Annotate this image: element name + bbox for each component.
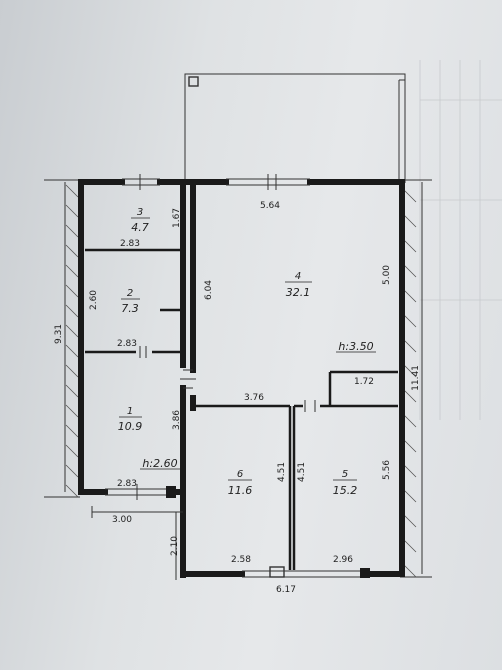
room-1-number: 1 xyxy=(127,406,133,417)
room-5-number: 5 xyxy=(342,469,348,480)
dim-bottom-total-width: 6.17 xyxy=(276,585,296,595)
height-left: h:2.60 xyxy=(142,457,177,470)
dim-hall-height-left: 6.04 xyxy=(204,280,214,300)
bottom-left-jamb xyxy=(166,486,176,498)
dim-r5-bottom-width: 2.96 xyxy=(333,555,353,565)
wall-hatching xyxy=(65,184,417,578)
dim-hall-height-right: 5.00 xyxy=(382,265,392,285)
openings xyxy=(64,174,423,580)
dim-r6-bottom-width: 2.58 xyxy=(231,555,251,565)
dim-r1-width: 2.83 xyxy=(117,479,137,489)
dim-total-right-height: 11.41 xyxy=(411,365,421,391)
dim-r3-height: 1.67 xyxy=(172,208,182,228)
height-right: h:3.50 xyxy=(338,340,373,353)
room-3-number: 3 xyxy=(137,207,143,218)
room-2-number: 2 xyxy=(127,288,133,299)
dim-corridor-height: 2.10 xyxy=(170,536,180,556)
room-4-number: 4 xyxy=(295,271,301,282)
room-1-area: 10.9 xyxy=(118,420,143,433)
bottom-right-jamb xyxy=(360,568,370,578)
dim-partition-right: 4.51 xyxy=(297,462,307,482)
room-2-area: 7.3 xyxy=(121,302,139,315)
dim-hall-step: 1.72 xyxy=(354,377,374,387)
porch-outline xyxy=(184,73,406,183)
dim-hall-opening: 5.64 xyxy=(260,201,280,211)
room-4-area: 32.1 xyxy=(286,286,311,299)
room-5-area: 15.2 xyxy=(333,484,358,497)
dim-total-left-height: 9.31 xyxy=(54,324,64,344)
thin-walls xyxy=(85,248,398,570)
dim-partition-left: 4.51 xyxy=(277,462,287,482)
dim-bottom-left-width: 3.00 xyxy=(112,515,132,525)
room-6-area: 11.6 xyxy=(228,484,253,497)
walls xyxy=(78,179,405,578)
room-3-area: 4.7 xyxy=(131,221,149,234)
dim-r2-height: 2.60 xyxy=(89,290,99,310)
dim-r6-top-width: 3.76 xyxy=(244,393,264,403)
dim-r3-width: 2.83 xyxy=(120,239,140,249)
background-grid xyxy=(419,60,502,420)
dim-r1-height: 3.86 xyxy=(172,410,182,430)
dim-r2-width: 2.83 xyxy=(117,339,137,349)
dim-r5-height: 5.56 xyxy=(382,460,392,480)
room-6-number: 6 xyxy=(237,469,243,480)
